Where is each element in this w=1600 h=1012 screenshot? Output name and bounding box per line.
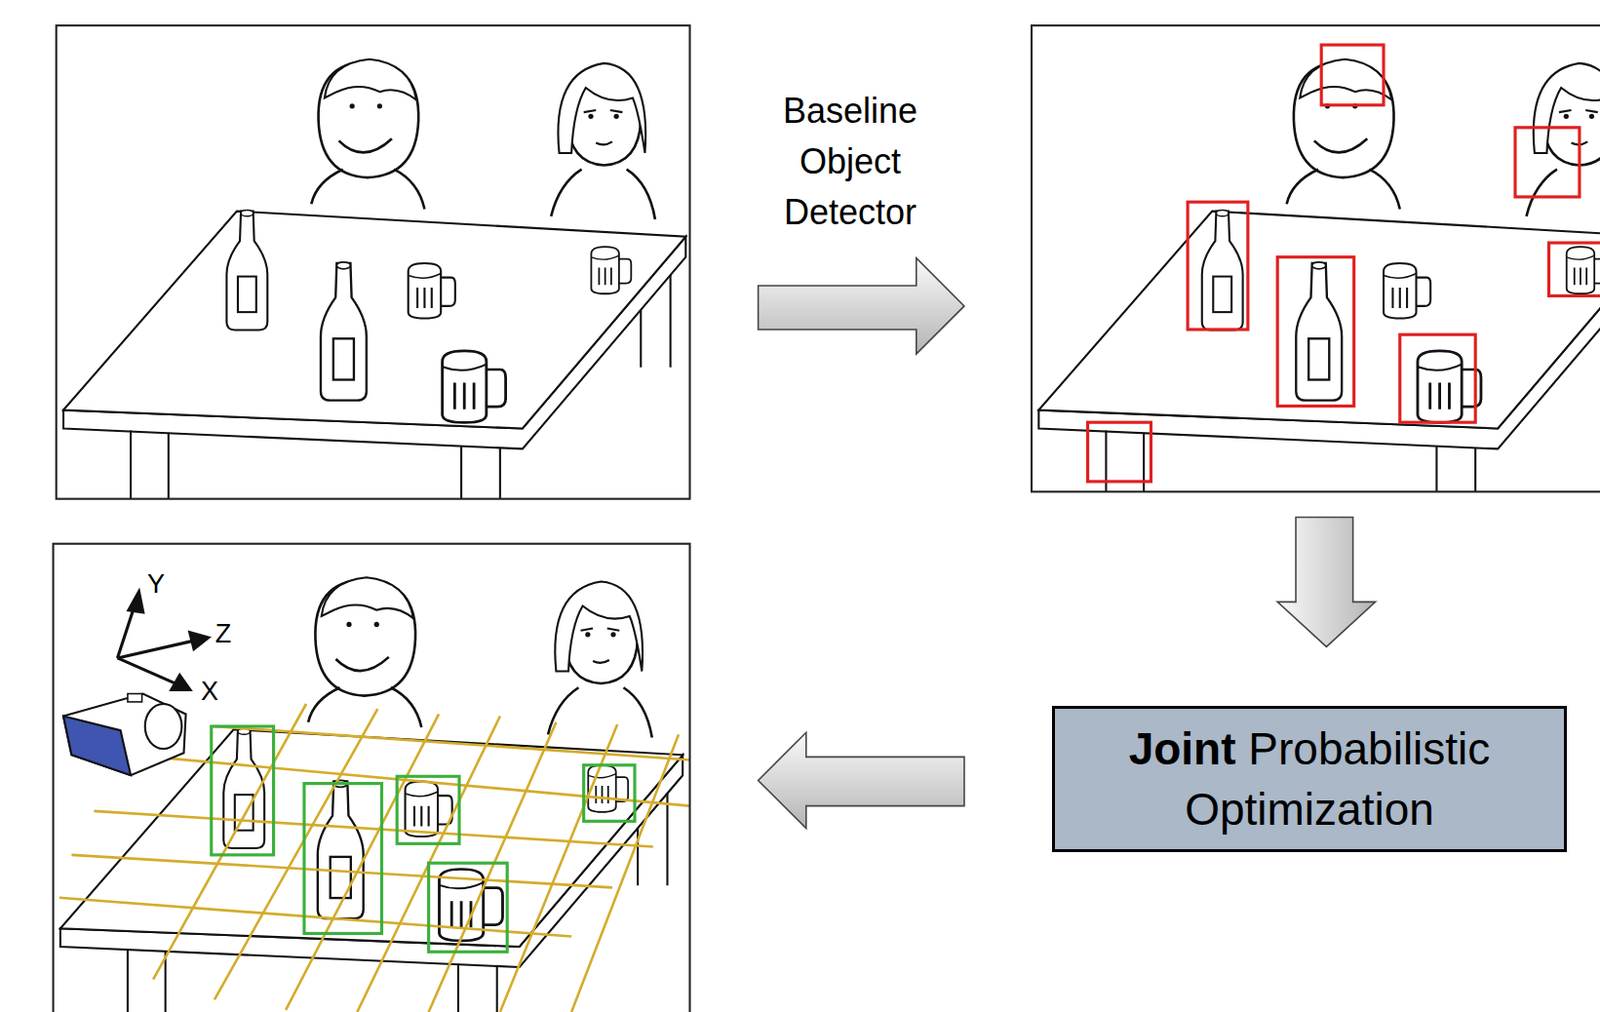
flow-arrow xyxy=(758,732,965,828)
panel-frame xyxy=(53,544,691,1012)
panel-frame xyxy=(1031,25,1600,492)
result-scene xyxy=(59,577,691,1012)
flow-arrow xyxy=(1277,517,1375,648)
camera-axes xyxy=(117,591,208,690)
axis-label: X xyxy=(190,675,230,707)
input-scene xyxy=(63,59,686,500)
camera-icon xyxy=(63,694,187,777)
emphasis: Joint xyxy=(1129,723,1237,775)
detection-boxes xyxy=(1088,44,1600,482)
process-box: Joint Probabilistic Optimization xyxy=(1052,705,1567,853)
node-text: Joint Probabilistic Optimization xyxy=(1085,718,1534,840)
detection-scene xyxy=(1038,59,1600,493)
refined-boxes xyxy=(211,726,635,952)
flow-arrow xyxy=(758,258,965,354)
axis-label: Z xyxy=(203,618,243,650)
axis-label: Y xyxy=(136,568,176,600)
step-label: Baseline Object Detector xyxy=(752,85,948,238)
panel-frame xyxy=(56,25,691,500)
